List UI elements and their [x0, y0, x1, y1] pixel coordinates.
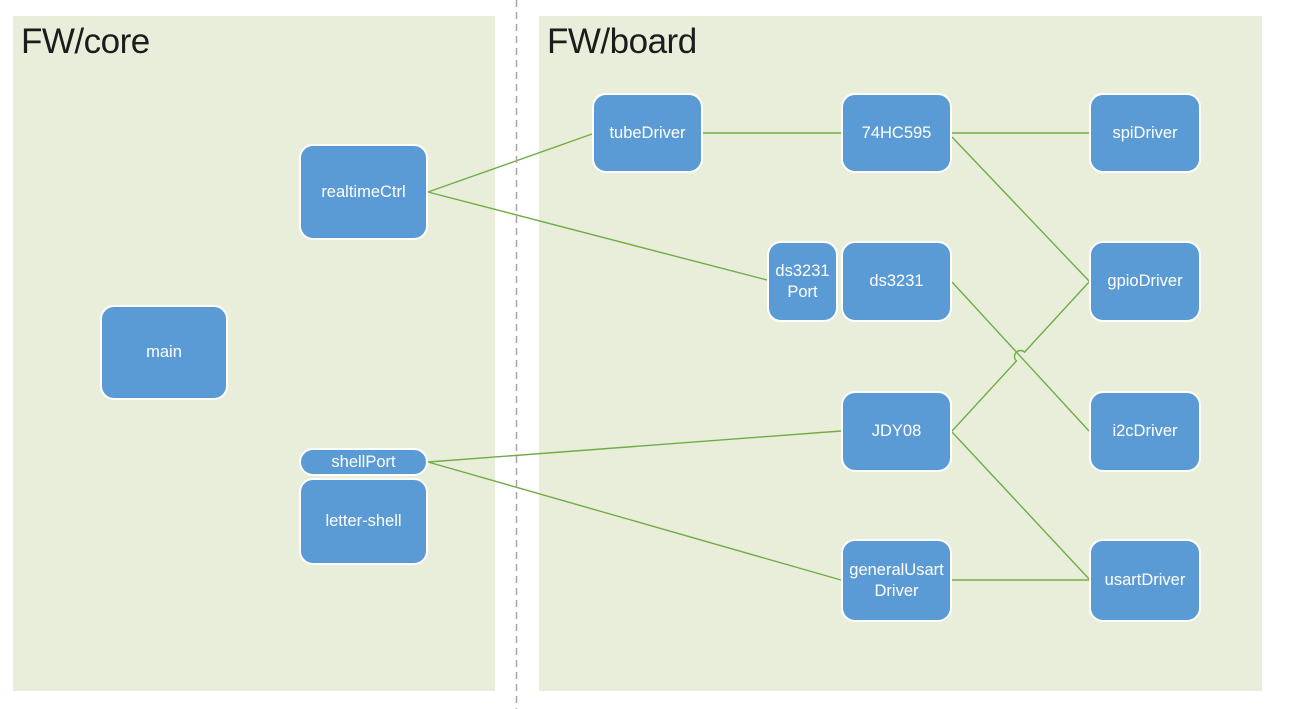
group-title-fw-board: FW/board — [547, 22, 697, 61]
node-74HC595[interactable]: 74HC595 — [841, 93, 952, 173]
node-JDY08[interactable]: JDY08 — [841, 391, 952, 472]
node-label: shellPort — [331, 452, 396, 471]
node-i2cDriver[interactable]: i2cDriver — [1089, 391, 1201, 472]
node-label: 74HC595 — [861, 123, 932, 142]
node-label: realtimeCtrl — [321, 182, 406, 201]
node-label: ds3231 — [869, 272, 924, 291]
node-letter-shell[interactable]: letter-shell — [299, 478, 428, 565]
node-label: tubeDriver — [609, 123, 686, 142]
node-generalUsartDriver[interactable]: generalUsart Driver — [841, 539, 952, 622]
node-label: usartDriver — [1104, 571, 1186, 590]
node-label: i2cDriver — [1112, 422, 1178, 441]
node-tubeDriver[interactable]: tubeDriver — [592, 93, 703, 173]
node-shellPort[interactable]: shellPort — [299, 448, 428, 476]
node-label: letter-shell — [325, 512, 402, 531]
node-label: JDY08 — [871, 422, 922, 441]
node-label: ds3231 Port — [775, 262, 830, 301]
node-label: generalUsart Driver — [849, 561, 944, 600]
node-label: spiDriver — [1112, 123, 1178, 142]
node-spiDriver[interactable]: spiDriver — [1089, 93, 1201, 173]
node-main[interactable]: main — [100, 305, 228, 400]
node-ds3231Port[interactable]: ds3231 Port — [767, 241, 838, 322]
node-realtimeCtrl[interactable]: realtimeCtrl — [299, 144, 428, 240]
node-ds3231[interactable]: ds3231 — [841, 241, 952, 322]
node-label: main — [146, 343, 182, 362]
group-title-fw-core: FW/core — [21, 22, 150, 61]
node-usartDriver[interactable]: usartDriver — [1089, 539, 1201, 622]
node-gpioDriver[interactable]: gpioDriver — [1089, 241, 1201, 322]
node-label: gpioDriver — [1107, 272, 1183, 291]
group-fw-core: FW/core — [13, 16, 495, 691]
